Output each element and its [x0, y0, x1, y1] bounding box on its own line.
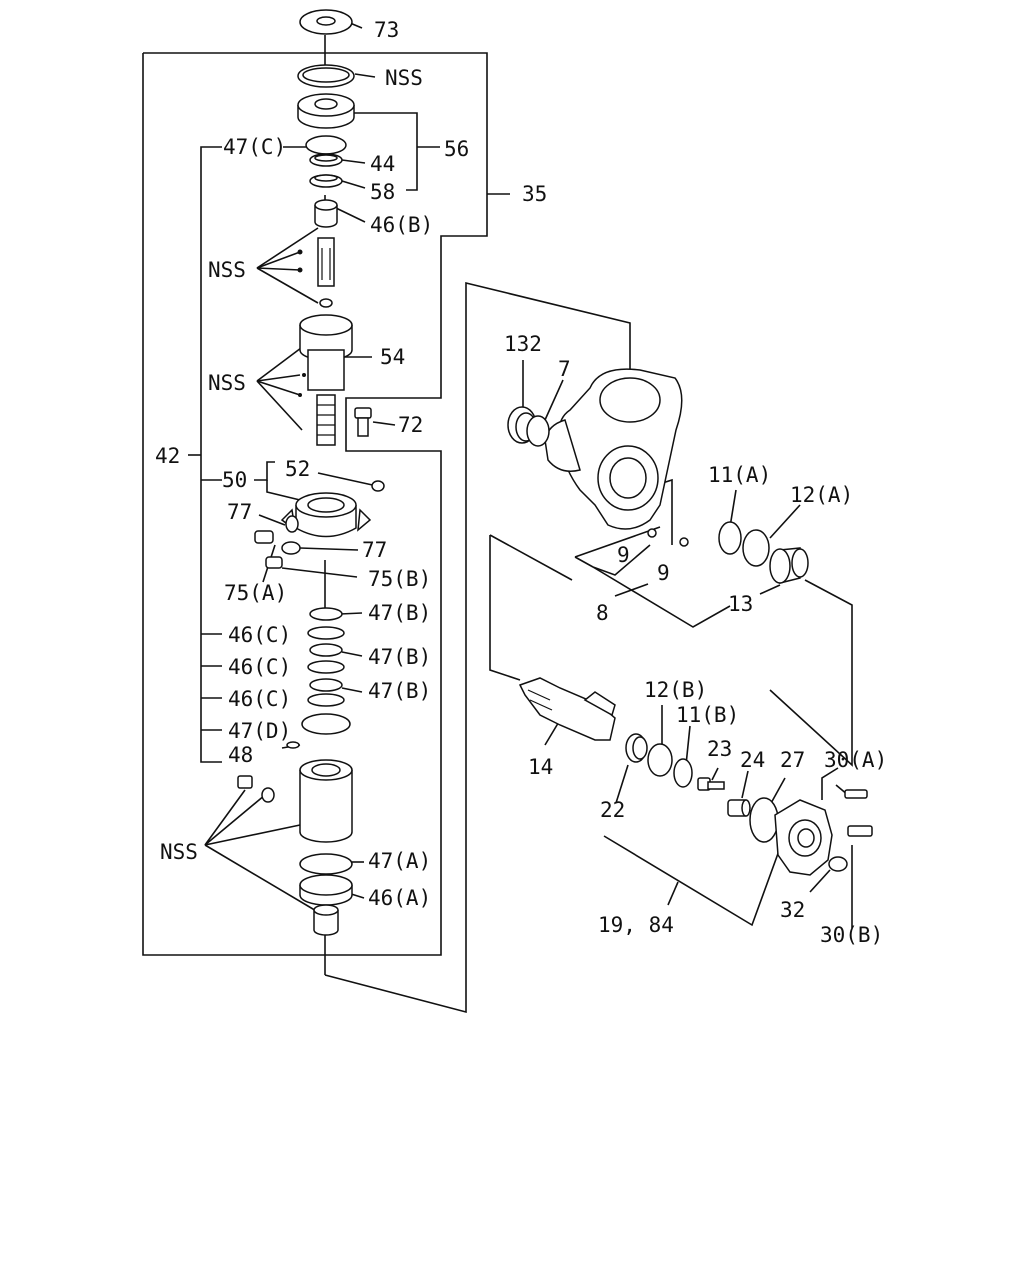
label-75b: 75(B): [368, 567, 431, 591]
label-22: 22: [600, 798, 625, 822]
label-132: 132: [504, 332, 542, 356]
part-housing: [544, 368, 683, 530]
label-12a: 12(A): [790, 483, 853, 507]
label-44: 44: [370, 152, 395, 176]
part-72-bolt: [354, 407, 372, 437]
label-46b: 46(B): [370, 213, 433, 237]
label-46c-1: 46(C): [228, 623, 291, 647]
part-seal-stack: [286, 607, 351, 749]
label-50: 50: [222, 468, 247, 492]
label-77-a: 77: [227, 500, 252, 524]
part-46b-seal: [314, 199, 338, 228]
label-47b-3: 47(B): [368, 679, 431, 703]
part-13-bearing: [769, 547, 809, 584]
part-32-nut: [828, 856, 848, 872]
part-77-oring-b: [281, 541, 301, 555]
label-nss-b: NSS: [208, 371, 246, 395]
label-73: 73: [374, 18, 399, 42]
label-47b-1: 47(B): [368, 601, 431, 625]
part-9-bolt-a: [647, 528, 657, 538]
part-30a-bolt: [844, 789, 868, 799]
label-77-b: 77: [362, 538, 387, 562]
label-75a: 75(A): [224, 581, 287, 605]
part-7-seal: [526, 415, 550, 447]
label-9-b: 9: [657, 561, 670, 585]
label-46a: 46(A): [368, 886, 431, 910]
part-14-pinion: [518, 677, 616, 741]
part-nss-snap-ring: [297, 64, 355, 88]
label-nss-a: NSS: [208, 258, 246, 282]
label-19-84: 19, 84: [598, 913, 674, 937]
label-47a: 47(A): [368, 849, 431, 873]
part-47c-oring: [305, 135, 347, 155]
label-7: 7: [558, 357, 571, 381]
part-input-shaft: [297, 237, 335, 308]
label-12b: 12(B): [644, 678, 707, 702]
part-58-bearing: [309, 174, 343, 188]
label-42: 42: [155, 444, 180, 468]
label-48: 48: [228, 743, 253, 767]
part-23-bolt: [697, 777, 725, 791]
part-50-valve-housing: [280, 492, 372, 538]
label-47b-2: 47(B): [368, 645, 431, 669]
leader-and-frame-lines: [142, 22, 853, 1014]
part-22-bearing: [625, 733, 648, 763]
part-9-bolt-b: [679, 537, 689, 547]
label-56: 56: [444, 137, 469, 161]
part-73-washer: [299, 9, 353, 35]
label-30b: 30(B): [820, 923, 883, 947]
part-12b-ring: [647, 743, 673, 777]
label-46c-3: 46(C): [228, 687, 291, 711]
part-27-seal: [749, 797, 779, 843]
label-54: 54: [380, 345, 405, 369]
label-47c: 47(C): [223, 135, 286, 159]
part-30b-bolt: [847, 825, 873, 837]
label-nss-c: NSS: [160, 840, 198, 864]
part-11b-ring: [673, 758, 693, 788]
callout-labels: 73 NSS 56 47(C) 44 58 35 46(B) NSS 54 NS…: [155, 18, 887, 947]
part-75a-fitting: [254, 530, 274, 544]
part-12a-ring: [742, 529, 770, 567]
part-56-top-housing: [297, 93, 355, 129]
part-24-bushing: [727, 799, 751, 817]
label-8: 8: [596, 601, 609, 625]
label-24: 24: [740, 748, 765, 772]
part-11a-ring: [718, 521, 742, 555]
part-77-oring-a: [285, 515, 299, 533]
part-lower-housing: [237, 759, 353, 843]
label-27: 27: [780, 748, 805, 772]
part-44-seal: [309, 153, 343, 167]
label-46c-2: 46(C): [228, 655, 291, 679]
part-cover-plate: [774, 799, 833, 876]
part-47a-oring: [299, 853, 353, 875]
label-13: 13: [728, 592, 753, 616]
label-52: 52: [285, 457, 310, 481]
part-75b-fitting: [265, 556, 283, 569]
label-11a: 11(A): [708, 463, 771, 487]
label-35: 35: [522, 182, 547, 206]
label-58: 58: [370, 180, 395, 204]
label-47d: 47(D): [228, 719, 291, 743]
part-54-valve-body: [298, 314, 353, 446]
label-9-a: 9: [617, 543, 630, 567]
label-32: 32: [780, 898, 805, 922]
label-11b: 11(B): [676, 703, 739, 727]
part-52-fitting: [371, 480, 385, 492]
part-46a-seal: [299, 874, 353, 936]
label-23: 23: [707, 737, 732, 761]
label-14: 14: [528, 755, 553, 779]
label-72: 72: [398, 413, 423, 437]
label-nss-top: NSS: [385, 66, 423, 90]
label-30a: 30(A): [824, 748, 887, 772]
